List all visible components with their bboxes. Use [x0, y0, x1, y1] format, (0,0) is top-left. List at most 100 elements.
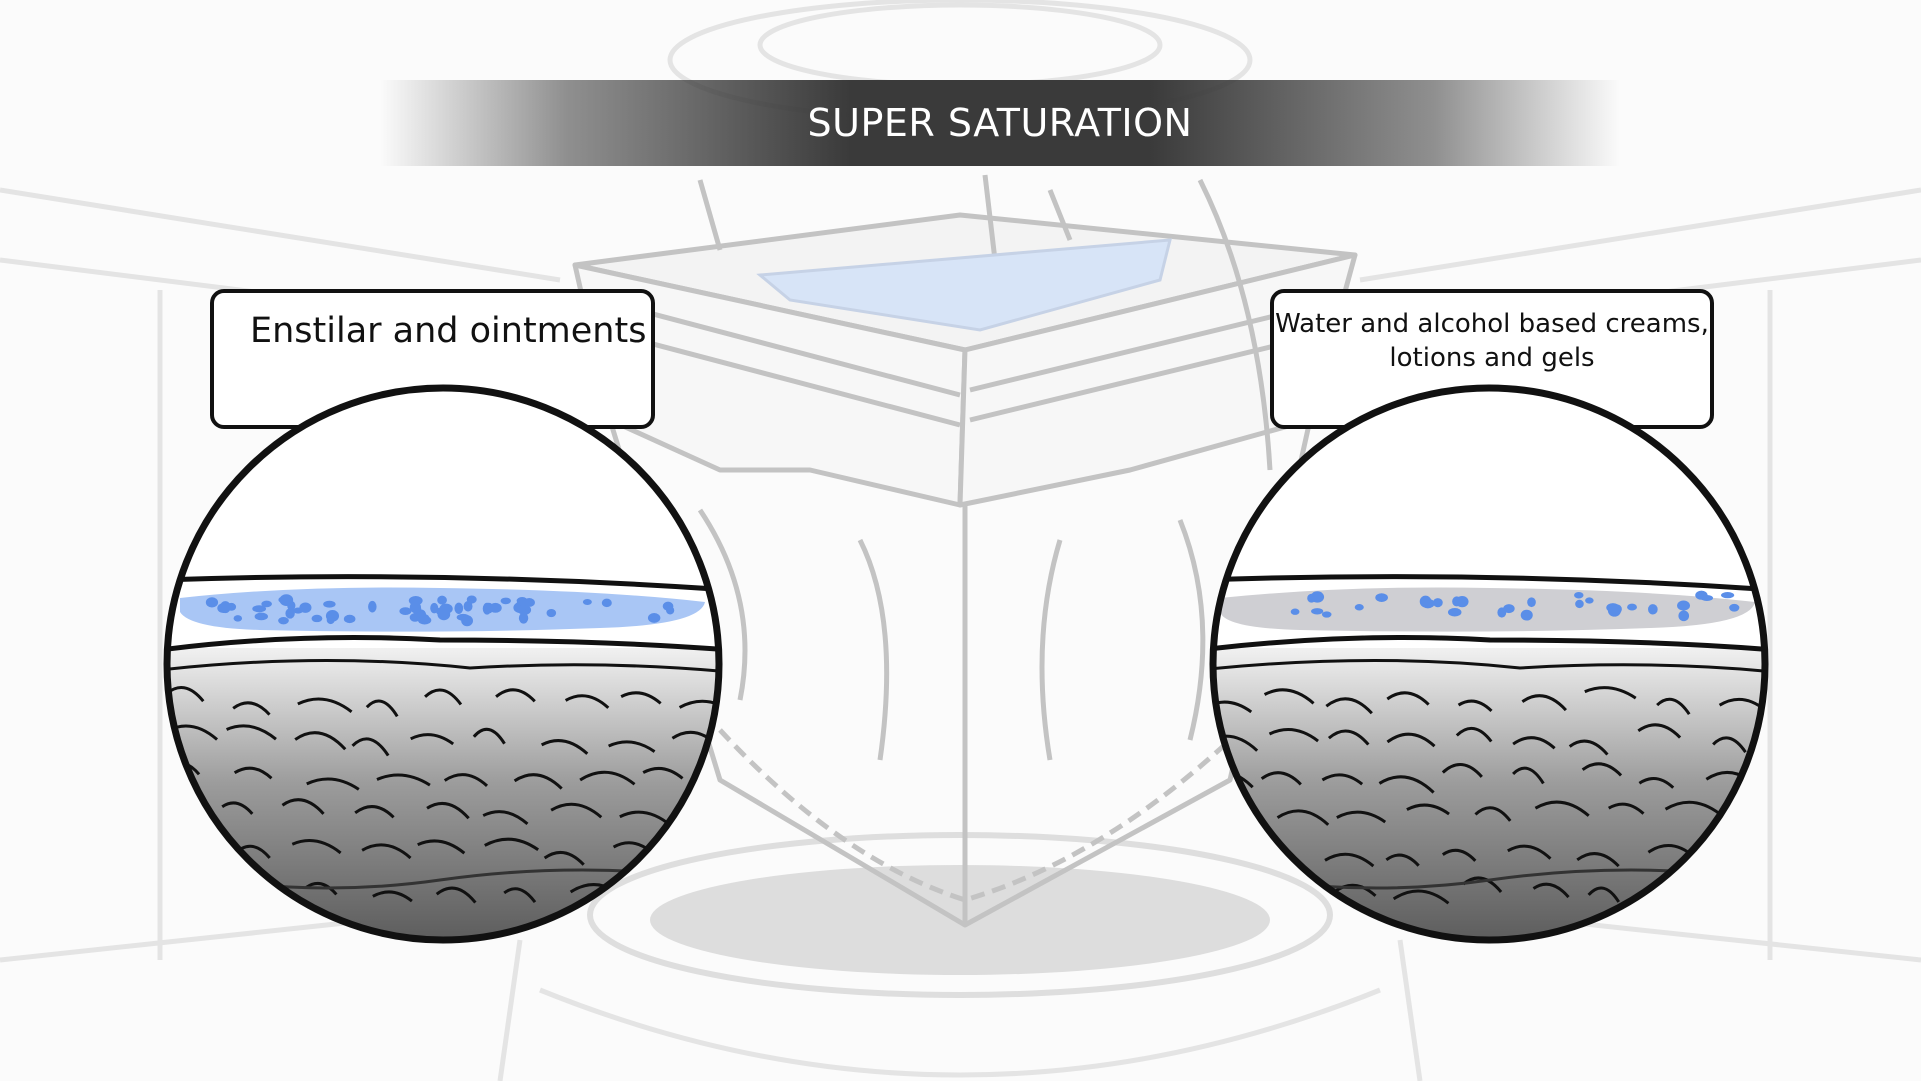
skin-crack	[1521, 694, 1567, 712]
droplet	[1497, 607, 1507, 618]
skin-crack	[1386, 691, 1430, 706]
droplet	[666, 606, 675, 615]
skin-crack	[482, 810, 529, 826]
droplet	[287, 600, 296, 611]
skin-crack	[1455, 726, 1493, 743]
skin-crack	[687, 812, 719, 827]
droplet	[518, 612, 529, 624]
droplet	[343, 614, 356, 624]
skin-crack	[1607, 802, 1645, 815]
skin-crack	[513, 773, 563, 790]
skin-crack	[1324, 852, 1375, 868]
droplet	[461, 615, 473, 627]
skin-crack	[638, 878, 695, 893]
skin-crack	[372, 890, 413, 903]
page-title: SUPER SATURATION	[807, 101, 1193, 145]
skin-crack	[1731, 813, 1765, 833]
skin-crack	[701, 762, 719, 775]
skin-crack	[484, 837, 540, 852]
skin-crack	[1213, 734, 1259, 752]
skin-crack	[221, 801, 254, 815]
skin-crack	[1385, 853, 1420, 867]
droplet	[1677, 600, 1690, 611]
droplet	[1527, 597, 1536, 608]
droplet	[1503, 604, 1515, 614]
skin-crack	[709, 879, 719, 891]
skin-crack	[294, 731, 347, 751]
skin-crack	[291, 839, 342, 855]
skin-crack	[1386, 732, 1436, 748]
skin-crack	[1763, 844, 1765, 858]
skin-crack	[410, 733, 455, 746]
skin-crack	[1406, 803, 1450, 816]
skin-crack	[281, 798, 325, 815]
skin-crack	[1213, 700, 1253, 714]
skin-crack	[354, 805, 395, 819]
droplet	[1421, 598, 1435, 609]
skin-crack	[543, 850, 585, 866]
skin-crack	[1584, 686, 1637, 700]
skin-crack	[1664, 800, 1721, 816]
skin-crack	[306, 777, 360, 791]
droplet	[1729, 603, 1740, 612]
skin-crack	[167, 879, 218, 895]
skin-crack	[1378, 775, 1435, 794]
left-skin-cracks	[167, 686, 719, 904]
skin-crack	[1457, 699, 1493, 713]
droplet	[582, 599, 592, 606]
droplet	[430, 602, 439, 614]
droplet	[1321, 611, 1332, 618]
skin-crack	[1392, 889, 1450, 905]
skin-crack	[232, 701, 271, 716]
droplet	[437, 595, 447, 605]
skin-crack	[503, 887, 537, 904]
droplet	[1354, 604, 1364, 611]
droplet	[293, 607, 304, 614]
droplet	[482, 602, 492, 615]
droplet	[254, 612, 268, 621]
skin-crack	[1336, 810, 1387, 824]
skin-crack	[1276, 809, 1330, 826]
skin-crack	[1213, 884, 1259, 903]
droplet	[516, 598, 529, 606]
skin-crack	[1268, 728, 1319, 743]
skin-crack	[1213, 808, 1257, 822]
skin-crack	[472, 727, 506, 745]
droplet	[1574, 591, 1584, 599]
skin-crack	[642, 766, 684, 780]
droplet	[647, 613, 661, 623]
droplet	[417, 616, 432, 625]
skin-crack	[1576, 852, 1620, 868]
droplet	[1432, 598, 1443, 608]
skin-crack	[1587, 886, 1621, 903]
droplet	[278, 616, 289, 625]
skin-crack	[297, 697, 353, 713]
droplet	[278, 596, 287, 603]
right-label-line-2: lotions and gels	[1389, 343, 1595, 373]
skin-crack	[1213, 844, 1237, 861]
skin-crack	[1769, 768, 1821, 780]
droplet	[205, 597, 219, 608]
skin-crack	[608, 740, 656, 753]
skin-crack	[1717, 874, 1765, 890]
skin-crack	[226, 724, 277, 741]
droplet	[500, 597, 511, 605]
droplet	[311, 614, 323, 623]
skin-crack	[361, 843, 412, 860]
skin-crack	[1707, 844, 1764, 857]
skin-crack	[435, 886, 477, 904]
skin-crack	[678, 699, 719, 714]
skin-crack	[1325, 697, 1373, 715]
skin-crack	[1637, 723, 1682, 739]
skin-crack	[564, 694, 610, 709]
droplet	[323, 600, 336, 608]
skin-crack	[1441, 763, 1483, 778]
skin-crack	[1260, 771, 1302, 786]
skin-crack	[417, 839, 466, 855]
droplet	[1585, 597, 1594, 604]
right-droplets	[1290, 590, 1740, 622]
droplet	[261, 600, 272, 608]
droplet	[601, 598, 612, 608]
skin-crack	[351, 737, 390, 757]
